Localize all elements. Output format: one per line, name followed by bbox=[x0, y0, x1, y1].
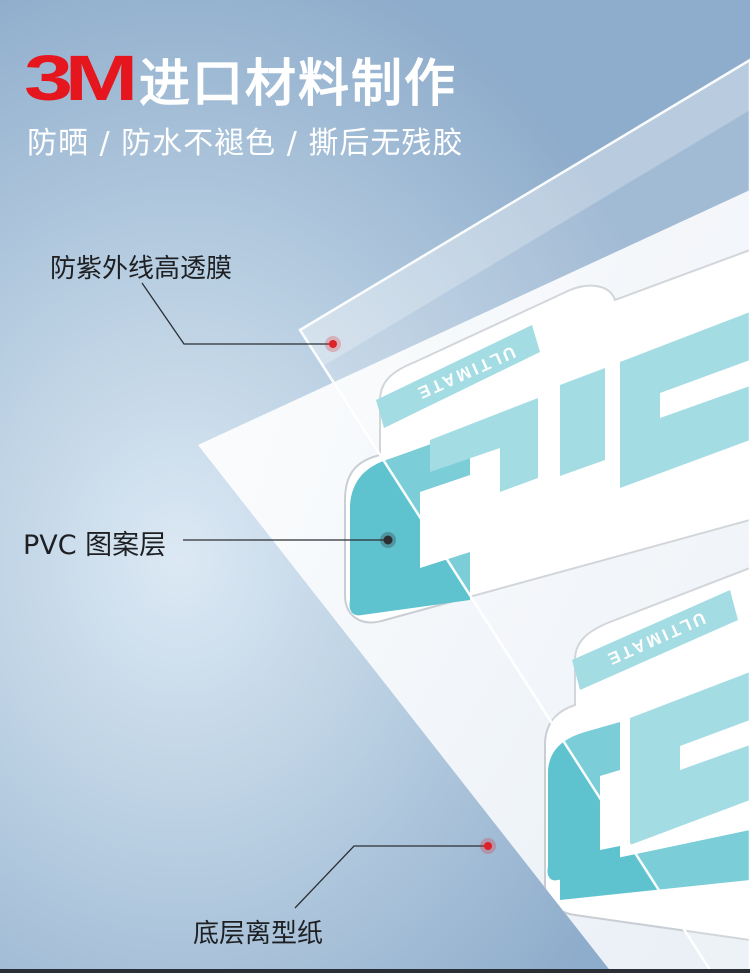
leader-line-top bbox=[141, 282, 333, 345]
uv-film-layer bbox=[298, 58, 750, 973]
marker-middle-dot bbox=[380, 532, 396, 548]
sticker-letter-shape bbox=[349, 430, 470, 616]
callout-pvc-layer: PVC 图案层 bbox=[23, 530, 167, 561]
page-title: 进口材料制作 bbox=[139, 55, 458, 114]
sticker-letter-shape bbox=[547, 722, 620, 881]
sticker-letter-shape bbox=[620, 312, 750, 488]
sticker-letter-shape bbox=[560, 830, 750, 900]
ultimate-badge bbox=[376, 325, 540, 428]
callout-uv-film: 防紫外线高透膜 bbox=[50, 254, 233, 284]
3m-logo: 3M bbox=[24, 50, 134, 106]
pvc-pattern-layer: ULTIMATE ULTIMATE bbox=[344, 248, 750, 942]
sticker-letter-shape bbox=[630, 672, 750, 845]
marker-bottom-dot bbox=[480, 838, 496, 854]
leader-line-bottom bbox=[294, 845, 488, 909]
svg-text:3M: 3M bbox=[24, 50, 134, 106]
ultimate-badge bbox=[572, 590, 738, 690]
sticker-letter-shape bbox=[560, 368, 605, 476]
sticker-letter-shape bbox=[430, 398, 538, 492]
callout-release-paper: 底层离型纸 bbox=[193, 919, 324, 949]
marker-top-dot bbox=[325, 336, 341, 352]
bottom-divider bbox=[0, 969, 750, 973]
feature-subtitle: 防晒 / 防水不褪色 / 撕后无残胶 bbox=[27, 126, 464, 161]
